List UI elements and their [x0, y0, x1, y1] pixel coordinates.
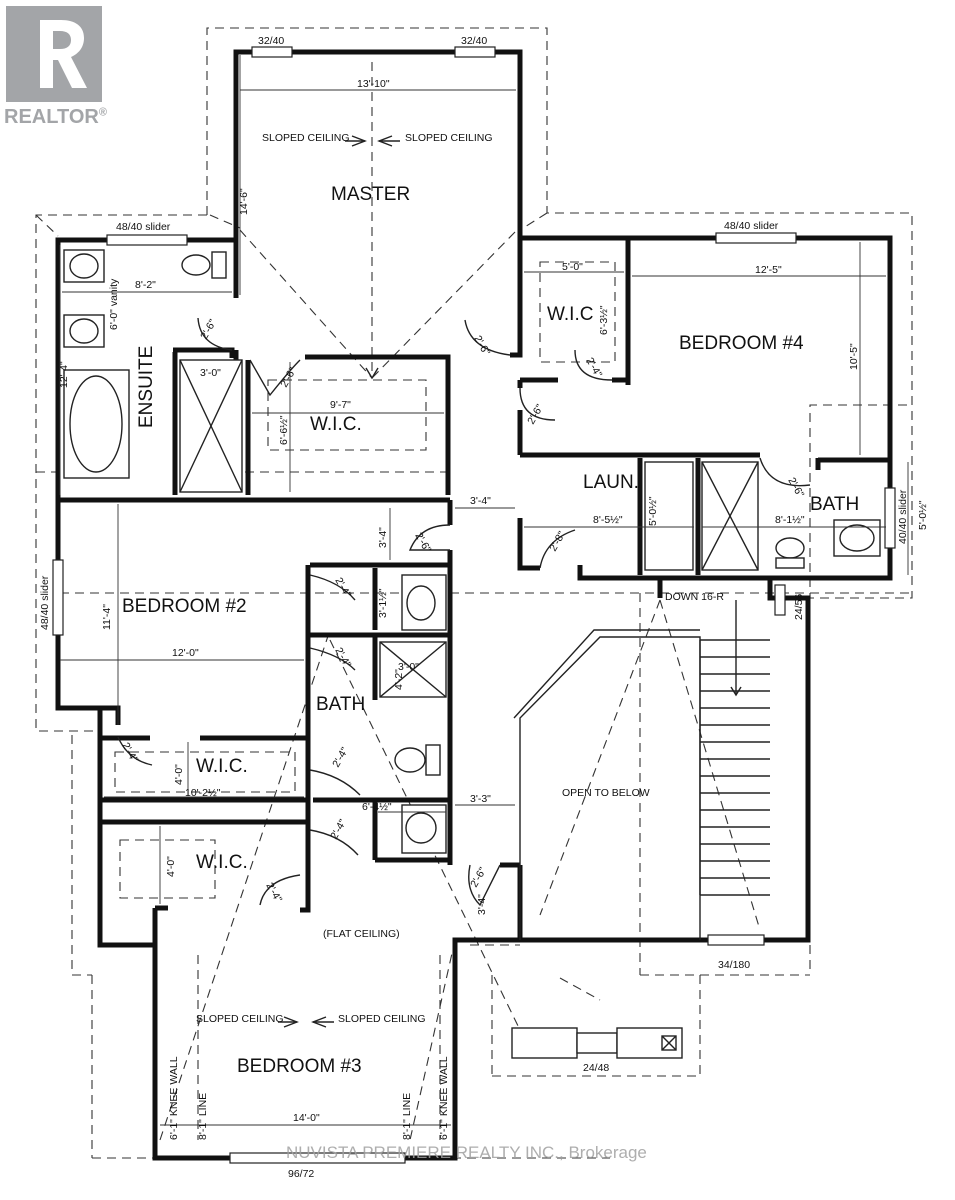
realtor-logo-mark [6, 6, 102, 102]
flat-ceiling-label: (FLAT CEILING) [323, 928, 400, 940]
window-stair: 24/56 [793, 594, 805, 620]
stairs-down-label: DOWN 16-R [665, 591, 724, 603]
bed3-line-left: 8'-1" LINE [197, 1093, 209, 1140]
windows [52, 46, 896, 1164]
dim-laundry-depth: 5'-0½" [647, 496, 659, 526]
dim-bath-lower-door: 2'-4" [330, 745, 351, 769]
window-master-left: 32/40 [258, 35, 284, 47]
fireplace-block [511, 1027, 683, 1059]
dim-wic-b-depth: 4'-0" [165, 856, 177, 877]
room-laundry: LAUN. [583, 472, 639, 493]
dim-bath-lower-width: 6'-4½" [362, 801, 392, 813]
ceiling-notes: SLOPED CEILING SLOPED CEILING SLOPED CEI… [108, 132, 493, 1140]
bed3-knee-wall-right: 6'-1" KNEE WALL [438, 1056, 450, 1140]
door-swings [117, 317, 811, 907]
open-to-below-label: OPEN TO BELOW [562, 787, 650, 799]
dim-bed4-door: 2'-6" [525, 402, 546, 426]
room-bath-right: BATH [810, 494, 859, 515]
dim-bed4-depth: 10'-5" [848, 343, 860, 370]
staircase [699, 639, 770, 896]
dim-wic-a-door: 2'-4" [119, 741, 140, 765]
window-open-below: 34/180 [718, 959, 750, 971]
dim-bath-right-depth: 5'-0½" [917, 500, 929, 530]
room-bedroom4-wic: W.I.C [547, 304, 593, 325]
dim-bath-shower: 3'-0" [398, 661, 419, 673]
dim-wic-a-width: 10'-2½" [185, 787, 221, 799]
bed3-knee-wall-left: 6'-1" KNEE WALL [168, 1056, 180, 1140]
room-bedroom3: BEDROOM #3 [237, 1056, 362, 1077]
room-bath-center: BATH [316, 694, 365, 715]
realtor-logo: REALTOR® [0, 0, 116, 135]
window-labels: 32/40 32/40 48/40 slider 48/40 slider 48… [39, 35, 909, 1180]
dim-bed4-width: 12'-5" [755, 264, 782, 276]
dim-hall-depth: 3'-4" [377, 527, 389, 548]
dim-master-door: 2'-6" [471, 334, 492, 358]
dim-ensuite-width: 8'-2" [135, 279, 156, 291]
dim-linen-door: 2'-4" [332, 576, 353, 600]
dim-bed3-door: 2'-6" [468, 865, 489, 889]
dim-laundry-door: 2'-8" [547, 529, 568, 553]
dim-bed2-door: 2'-6" [412, 531, 433, 555]
room-labels: MASTER ENSUITE W.I.C. BEDROOM #4 W.I.C L… [122, 184, 859, 1077]
room-master-wic: W.I.C. [310, 414, 362, 435]
bed3-sloped-ceiling-left: SLOPED CEILING [196, 1013, 284, 1025]
dim-ensuite-depth: 12'-4" [58, 361, 70, 388]
dim-bed2-width: 12'-0" [172, 647, 199, 659]
dim-bed4-wic-depth: 6'-3½" [598, 305, 610, 335]
dim-wic-b-door: 2'-4" [263, 881, 284, 905]
dim-hall-lower: 3'-3" [470, 793, 491, 805]
dim-ensuite-door: 2'-6" [198, 317, 219, 341]
dim-hall-width: 3'-4" [470, 495, 491, 507]
window-master-right: 32/40 [461, 35, 487, 47]
dim-linen-depth: 3'-1½" [377, 588, 389, 618]
dim-ensuite-shower: 3'-0" [200, 367, 221, 379]
window-bedroom2: 48/40 slider [39, 575, 51, 630]
hip-lines [159, 62, 761, 1141]
realtor-logo-text: REALTOR® [4, 106, 107, 128]
window-chimney: 24/48 [583, 1062, 609, 1074]
master-sloped-ceiling-right: SLOPED CEILING [405, 132, 493, 144]
window-bedroom3: 96/72 [288, 1168, 314, 1180]
ensuite-vanity-note: 6'-0" vanity [108, 278, 120, 330]
dim-bed4-wic-door: 2'-4" [583, 356, 604, 380]
dim-master-width: 13'-10" [357, 78, 390, 90]
window-bedroom4: 48/40 slider [724, 220, 779, 232]
dim-laundry-width: 8'-5½" [593, 514, 623, 526]
room-master: MASTER [331, 184, 410, 205]
dim-master-depth: 14'-6" [238, 188, 250, 215]
brokerage-watermark: NUVISTA PREMIERE REALTY INC., Brokerage [286, 1143, 647, 1162]
dim-bath-shower-depth: 4'-2" [393, 669, 405, 690]
fixtures [63, 249, 881, 940]
room-bedroom2: BEDROOM #2 [122, 596, 247, 617]
dim-bath-lower-door2: 2'-4" [328, 817, 349, 841]
dim-bed4-wic-width: 5'-0" [562, 261, 583, 273]
room-bedroom4: BEDROOM #4 [679, 333, 804, 354]
bed3-sloped-ceiling-right: SLOPED CEILING [338, 1013, 426, 1025]
dim-bed3-door-depth: 3'-4" [476, 894, 488, 915]
dim-bed3-width: 14'-0" [293, 1112, 320, 1124]
window-ensuite: 48/40 slider [116, 221, 171, 233]
room-ensuite: ENSUITE [136, 346, 157, 428]
dim-master-wic-width: 9'-7" [330, 399, 351, 411]
window-bath-right: 40/40 slider [897, 489, 909, 544]
dim-bed2-depth: 11'-4" [101, 604, 113, 630]
realtor-r-icon [40, 20, 87, 88]
room-wic-b: W.I.C. [196, 852, 248, 873]
room-wic-a: W.I.C. [196, 756, 248, 777]
slope-arrows [278, 135, 742, 1028]
master-sloped-ceiling-left: SLOPED CEILING [262, 132, 350, 144]
dim-master-wic-depth: 6'-6½" [278, 415, 290, 445]
bed3-line-right: 8'-1" LINE [401, 1093, 413, 1140]
dim-bath-right-width: 8'-1½" [775, 514, 805, 526]
dim-bath-right-door: 2'-6" [785, 476, 806, 500]
dimension-lines [59, 55, 909, 1126]
dim-wic-a-depth: 4'-0" [173, 764, 185, 785]
dim-master-wic-door: 2'-6" [278, 365, 299, 389]
